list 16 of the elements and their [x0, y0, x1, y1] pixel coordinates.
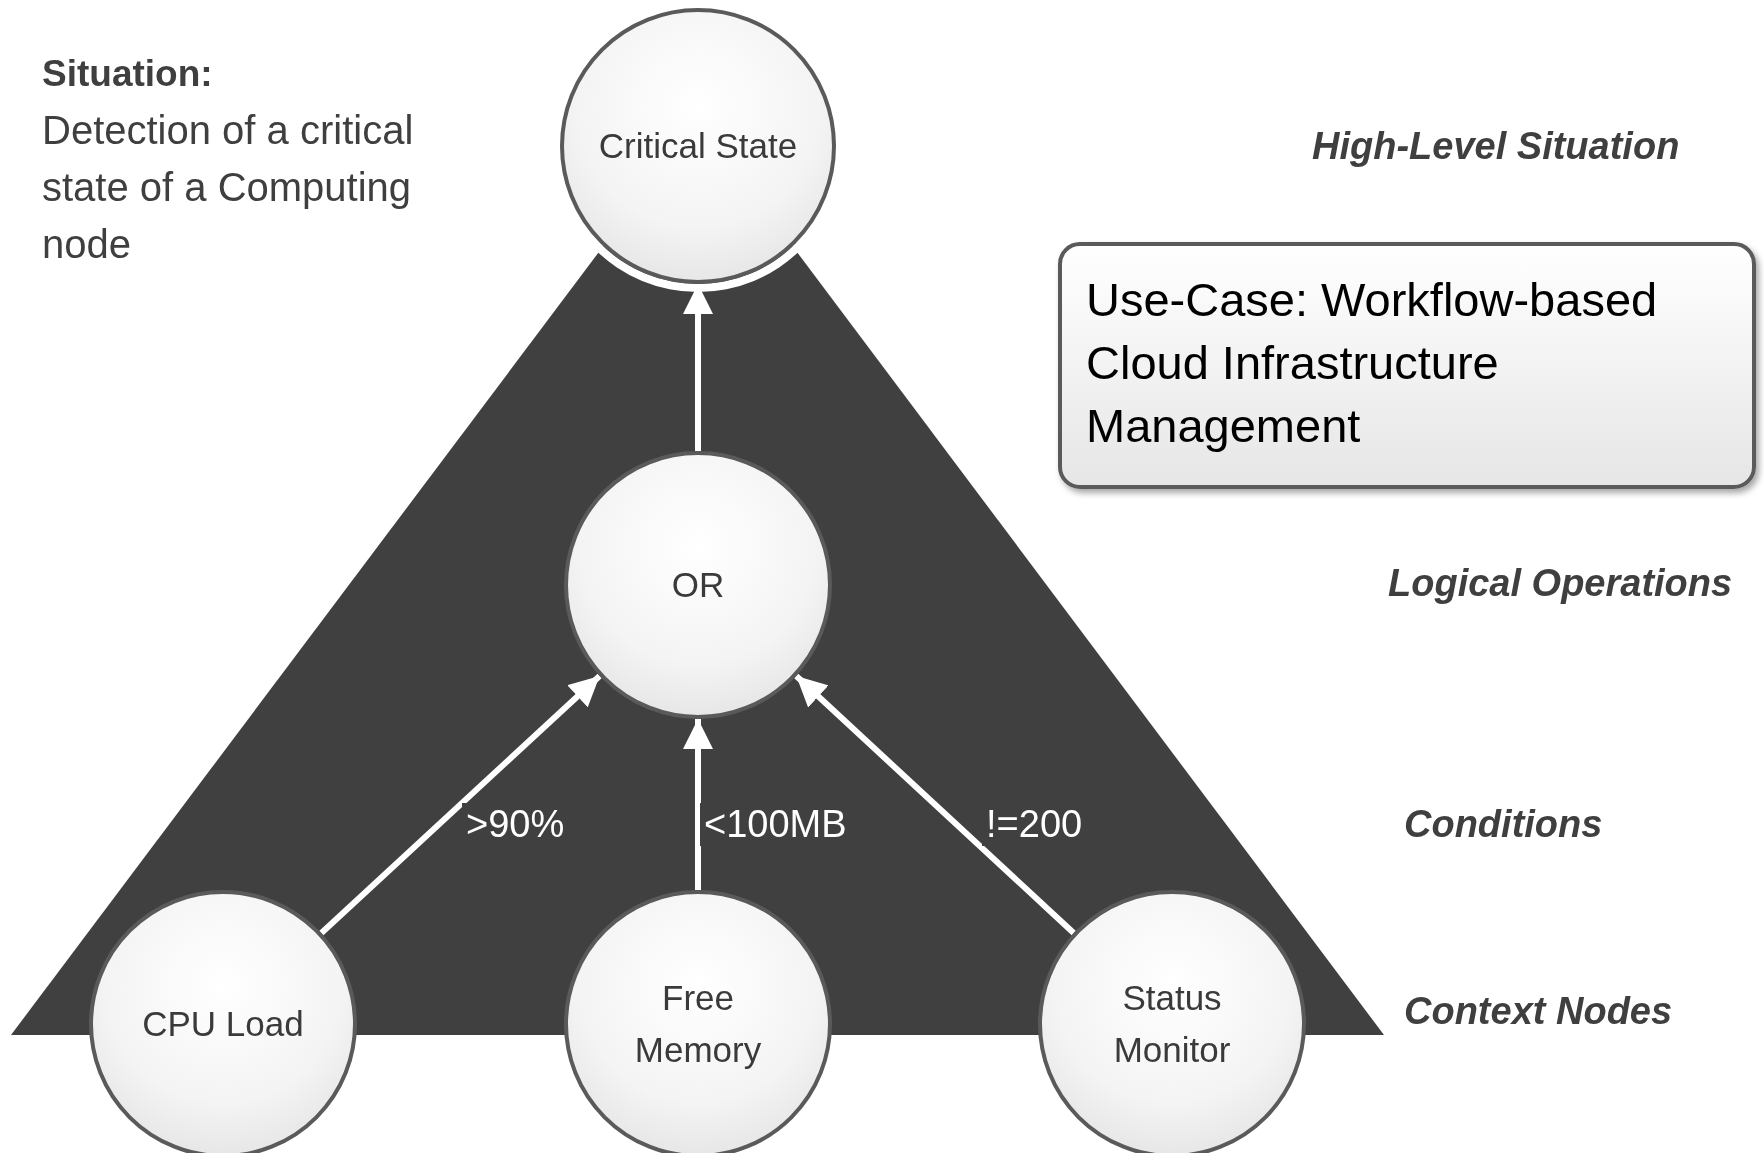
- arrow: [794, 673, 1076, 936]
- arrow: [319, 673, 602, 936]
- text-label: Logical Operations: [1388, 561, 1734, 606]
- rounded-box: [1058, 242, 1756, 489]
- node-label: OR: [670, 564, 726, 606]
- node-label: Status Monitor: [1112, 977, 1232, 1071]
- node-label: Critical State: [598, 125, 798, 167]
- text-label: Conditions: [1404, 802, 1604, 847]
- text-label: Detection of a critical state of a Computing node: [42, 107, 415, 268]
- node-label: Free Memory: [633, 977, 763, 1071]
- text-label: Situation:: [42, 52, 214, 96]
- text-label: Context Nodes: [1404, 989, 1674, 1034]
- arrow: [683, 719, 713, 890]
- box-text: Use-Case: Workflow-based Cloud Infrastructure Management: [1086, 272, 1659, 454]
- text-label: High-Level Situation: [1312, 124, 1681, 169]
- node-label: CPU Load: [141, 1003, 305, 1045]
